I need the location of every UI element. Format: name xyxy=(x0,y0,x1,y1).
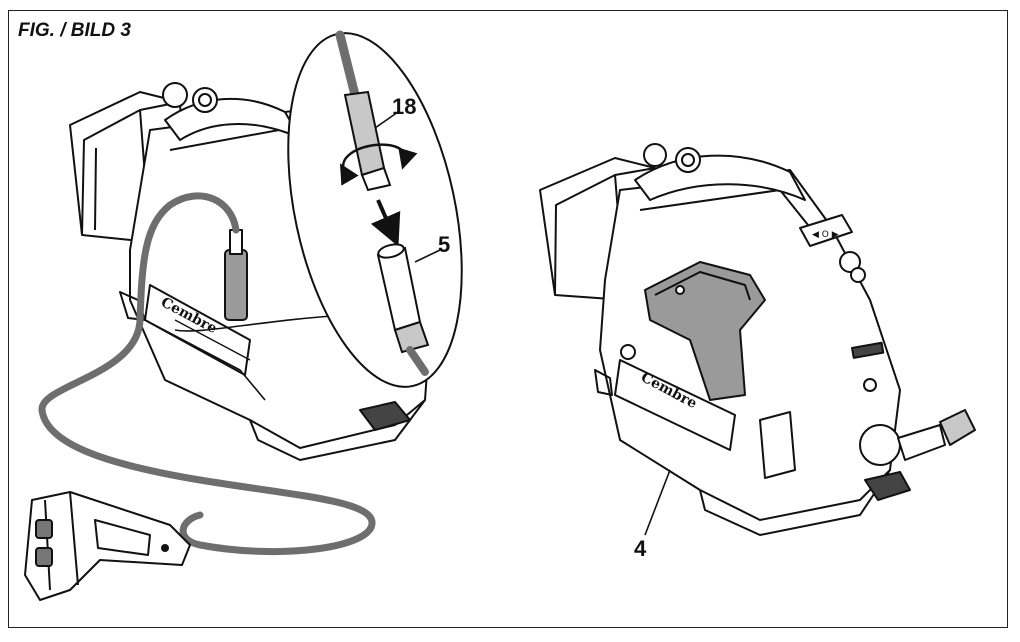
detail-callout xyxy=(174,30,463,388)
down-arrow-icon xyxy=(370,199,401,247)
remote-cable xyxy=(38,192,376,555)
callout-5: 5 xyxy=(438,232,451,257)
svg-text:◀ O ▶: ◀ O ▶ xyxy=(812,230,839,240)
figure-frame xyxy=(8,10,1008,628)
callout-4: 4 xyxy=(634,536,647,561)
rotate-arrow-icon xyxy=(339,143,418,186)
remote-control xyxy=(24,491,191,601)
callout-18: 18 xyxy=(392,94,417,119)
right-pump-unit: ◀ O ▶ Cembre xyxy=(539,143,976,536)
figure-title: FIG. / BILD 3 xyxy=(18,20,131,41)
